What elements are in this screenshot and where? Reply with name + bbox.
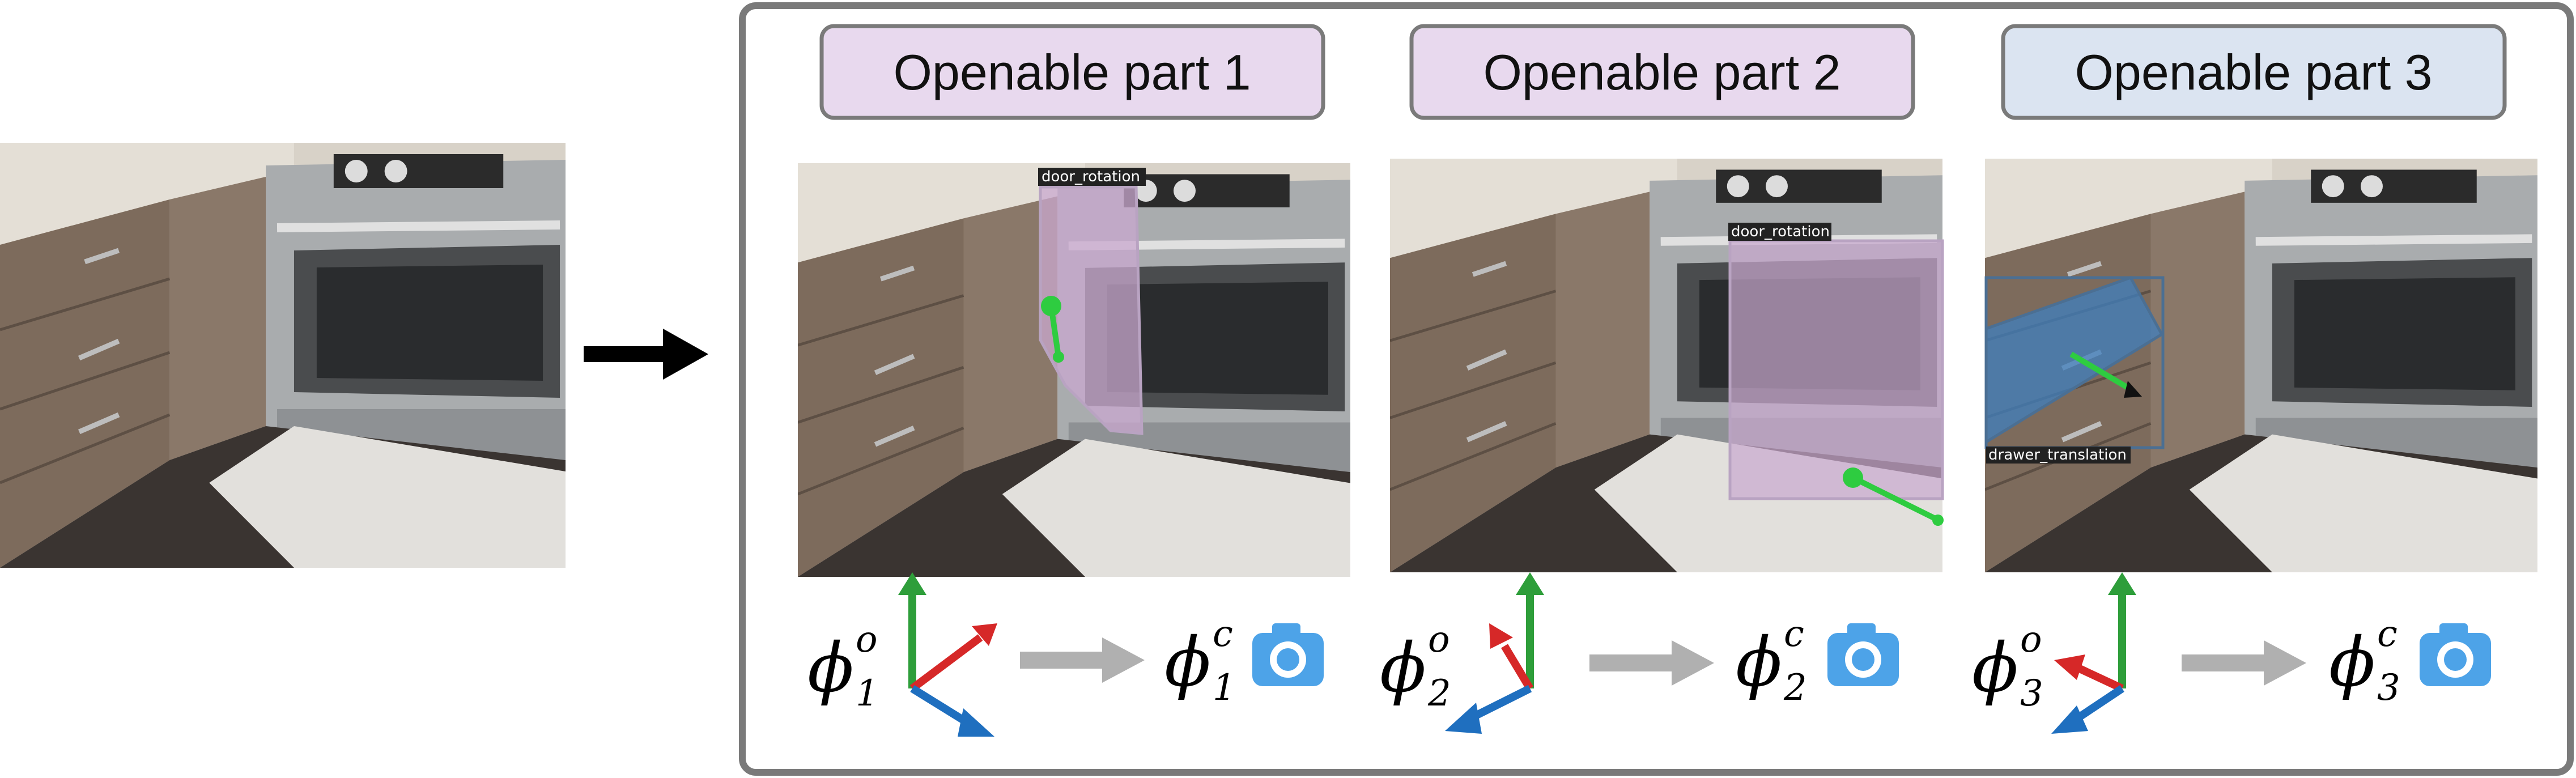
object-pose-superscript: o (856, 619, 878, 661)
object-pose-superscript: o (1428, 619, 1450, 661)
door-mask (1728, 239, 1944, 500)
camera-pose-index: 1 (1213, 667, 1236, 709)
panel-title: Openable part 1 (893, 44, 1251, 100)
detection-label: door_rotation (1731, 223, 1830, 240)
coordinate-axes-icon (2051, 572, 2136, 734)
detection-label: drawer_translation (1988, 447, 2127, 464)
panel-part-1: Openable part 1 door_rotation ϕ 1 o ϕ 1 … (798, 24, 1350, 737)
detection-label: door_rotation (1042, 168, 1140, 185)
camera-pose-index: 2 (1783, 667, 1807, 709)
gray-right-arrow-icon (1589, 640, 1714, 686)
object-pose-index: 2 (1427, 673, 1451, 715)
camera-pose-superscript: c (2377, 613, 2398, 655)
camera-pose-symbol: ϕ (2329, 623, 2375, 702)
results-frame (739, 2, 2574, 776)
object-pose-index: 1 (856, 673, 879, 715)
camera-pose-symbol: ϕ (1736, 623, 1782, 702)
camera-icon (1827, 623, 1899, 686)
camera-pose-symbol: ϕ (1164, 623, 1211, 702)
object-pose-index: 3 (2020, 673, 2043, 715)
object-pose-symbol: ϕ (1380, 629, 1426, 708)
camera-icon (1252, 623, 1324, 686)
panel-part-2: Openable part 2 door_rotation ϕ 2 o ϕ 2 … (1380, 24, 1944, 734)
input-image (0, 143, 566, 568)
object-pose-symbol: ϕ (1972, 629, 2018, 708)
panel-title-box (2001, 24, 2507, 120)
panel-title: Openable part 3 (2075, 44, 2432, 100)
camera-icon (2420, 623, 2491, 686)
panel-title: Openable part 2 (1483, 44, 1840, 100)
gray-right-arrow-icon (2182, 640, 2306, 686)
object-pose-symbol: ϕ (807, 629, 854, 708)
camera-pose-index: 3 (2377, 667, 2400, 709)
coordinate-axes-icon (898, 572, 997, 737)
camera-pose-superscript: c (1784, 613, 1804, 655)
right-arrow-icon (584, 329, 708, 380)
door-mask (1039, 185, 1144, 435)
panel-part-3: Openable part 3 drawer_translation ϕ 3 o… (1972, 24, 2537, 734)
object-pose-superscript: o (2020, 619, 2042, 661)
camera-pose-superscript: c (1213, 613, 1233, 655)
gray-right-arrow-icon (1020, 637, 1145, 683)
panel-title-box (1409, 24, 1915, 120)
coordinate-axes-icon (1445, 572, 1544, 734)
panel-title-box (819, 24, 1325, 120)
